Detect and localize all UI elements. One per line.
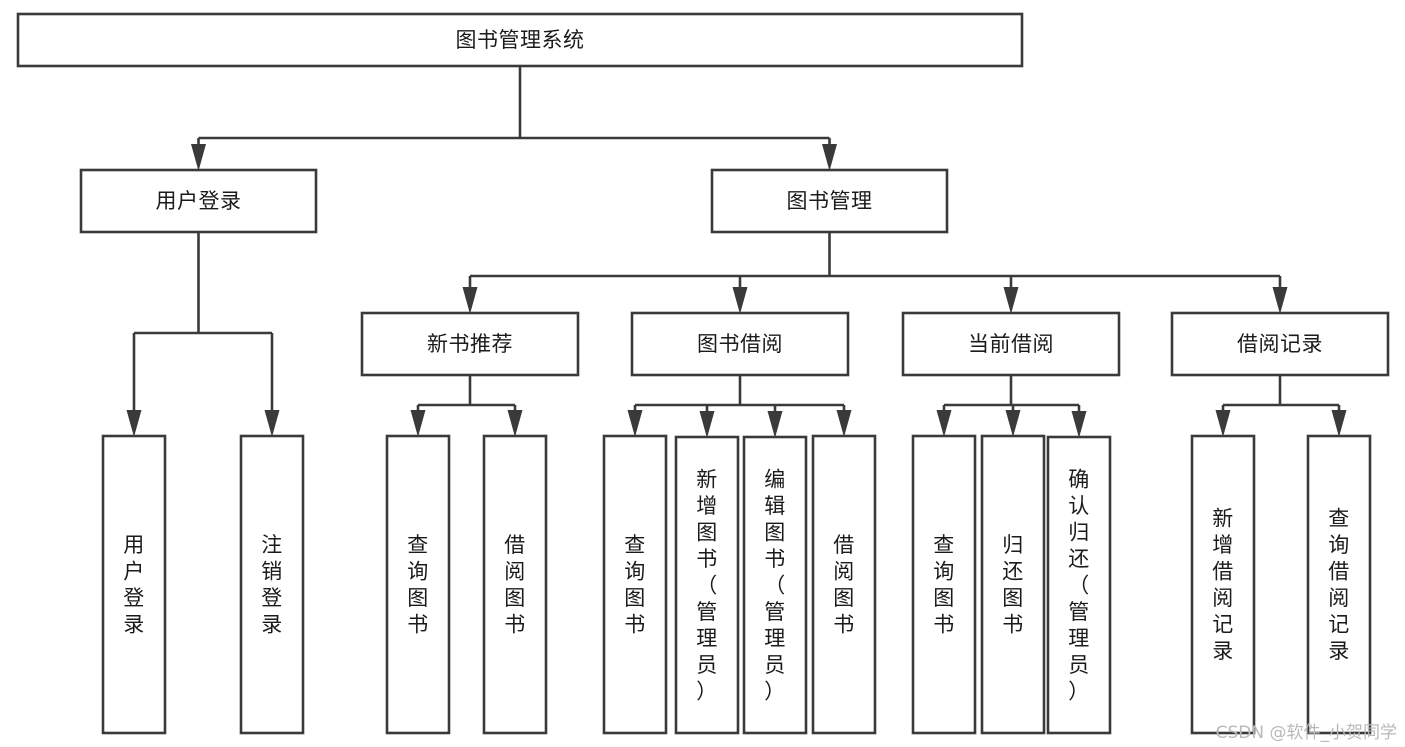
- node-label: 注销登录: [261, 533, 283, 637]
- node-leaf-query-borrow-record[interactable]: 查询借阅记录: [1306, 434, 1372, 735]
- node-box: [710, 168, 949, 234]
- node-box: [79, 168, 318, 234]
- arrow-head-icon: [1005, 410, 1021, 437]
- node-box: [1306, 434, 1372, 735]
- node-label: 图书管理系统: [456, 28, 585, 52]
- arrow-head-icon: [264, 410, 280, 437]
- node-leaf-borrow-book-1[interactable]: 借阅图书: [482, 434, 548, 735]
- node-book-manage[interactable]: 图书管理: [710, 168, 949, 234]
- node-box: [1046, 435, 1112, 735]
- node-label: 当前借阅: [968, 332, 1054, 356]
- node-label: 查询借阅记录: [1328, 507, 1350, 664]
- node-label: 借阅图书: [504, 533, 526, 637]
- node-new-book-recommend[interactable]: 新书推荐: [360, 311, 580, 377]
- node-box: [1170, 311, 1390, 377]
- node-label: 用户登录: [156, 189, 242, 213]
- node-leaf-logout-login[interactable]: 注销登录: [239, 434, 305, 735]
- arrow-head-icon: [1003, 287, 1019, 314]
- node-label: 新增图书（管理员）: [696, 467, 718, 703]
- arrow-head-icon: [126, 410, 142, 437]
- node-label: 归还图书: [1002, 533, 1024, 637]
- node-leaf-add-borrow-record[interactable]: 新增借阅记录: [1190, 434, 1256, 735]
- node-box: [101, 434, 167, 735]
- node-label: 编辑图书（管理员）: [764, 467, 786, 703]
- node-leaf-query-book-2[interactable]: 查询图书: [602, 434, 668, 735]
- node-box: [16, 12, 1024, 68]
- arrow-head-icon: [462, 287, 478, 314]
- arrow-head-icon: [1331, 410, 1347, 437]
- node-leaf-confirm-return-admin[interactable]: 确认归还（管理员）: [1046, 435, 1112, 735]
- node-label: 图书借阅: [697, 332, 783, 356]
- arrow-head-icon: [767, 411, 783, 438]
- node-label: 确认归还（管理员）: [1068, 467, 1090, 703]
- arrow-head-icon: [1215, 410, 1231, 437]
- node-label: 新增借阅记录: [1212, 507, 1234, 664]
- node-box: [360, 311, 580, 377]
- node-leaf-edit-book-admin[interactable]: 编辑图书（管理员）: [742, 435, 808, 735]
- watermark-label: CSDN @软件_小贺同学: [1215, 723, 1397, 743]
- node-book-borrow[interactable]: 图书借阅: [630, 311, 850, 377]
- node-borrow-record[interactable]: 借阅记录: [1170, 311, 1390, 377]
- arrow-head-icon: [699, 411, 715, 438]
- arrow-head-icon: [1272, 287, 1288, 314]
- node-label: 图书管理: [787, 189, 873, 213]
- node-box: [811, 434, 877, 735]
- node-box: [385, 434, 451, 735]
- node-user-login[interactable]: 用户登录: [79, 168, 318, 234]
- node-label: 借阅图书: [833, 533, 855, 637]
- node-box: [980, 434, 1046, 735]
- node-leaf-borrow-book-2[interactable]: 借阅图书: [811, 434, 877, 735]
- node-label: 查询图书: [624, 533, 646, 637]
- arrow-head-icon: [822, 144, 837, 171]
- node-box: [239, 434, 305, 735]
- arrow-head-icon: [627, 410, 643, 437]
- arrow-head-icon: [732, 287, 748, 314]
- node-box: [911, 434, 977, 735]
- node-box: [482, 434, 548, 735]
- node-leaf-add-book-admin[interactable]: 新增图书（管理员）: [674, 435, 740, 735]
- arrow-head-icon: [410, 410, 426, 437]
- node-box: [674, 435, 740, 735]
- node-leaf-return-book[interactable]: 归还图书: [980, 434, 1046, 735]
- arrow-head-icon: [1071, 411, 1087, 438]
- node-leaf-query-book-3[interactable]: 查询图书: [911, 434, 977, 735]
- node-box: [742, 435, 808, 735]
- node-label: 查询图书: [933, 533, 955, 637]
- nodes-layer: 图书管理系统用户登录图书管理新书推荐图书借阅当前借阅借阅记录用户登录注销登录查询…: [16, 12, 1390, 735]
- arrow-head-icon: [507, 410, 523, 437]
- edges-layer: [126, 66, 1347, 438]
- arrow-head-icon: [836, 410, 852, 437]
- node-box: [630, 311, 850, 377]
- node-box: [602, 434, 668, 735]
- arrow-head-icon: [936, 410, 952, 437]
- node-box: [901, 311, 1121, 377]
- arrow-head-icon: [191, 144, 206, 171]
- node-label: 新书推荐: [427, 332, 513, 356]
- node-leaf-query-book-1[interactable]: 查询图书: [385, 434, 451, 735]
- node-label: 查询图书: [407, 533, 429, 637]
- node-label: 用户登录: [123, 533, 145, 637]
- node-root[interactable]: 图书管理系统: [16, 12, 1024, 68]
- node-current-borrow[interactable]: 当前借阅: [901, 311, 1121, 377]
- node-label: 借阅记录: [1237, 332, 1323, 356]
- node-leaf-user-login[interactable]: 用户登录: [101, 434, 167, 735]
- node-box: [1190, 434, 1256, 735]
